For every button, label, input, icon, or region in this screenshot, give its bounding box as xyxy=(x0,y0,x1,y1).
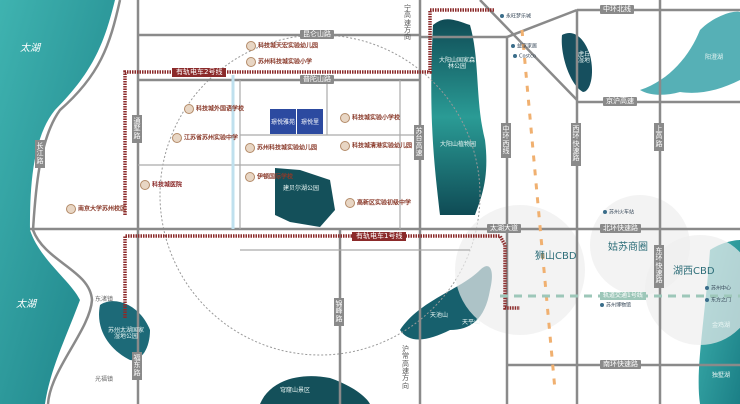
dushu-label: 独墅湖 xyxy=(712,372,731,379)
yangcheng-label: 阳澄湖 xyxy=(705,54,724,61)
school: 苏州科技城实验小学 xyxy=(246,57,312,67)
tram-line-2-label: 有轨电车2号线 xyxy=(172,68,227,77)
town-dongzhu: 东渚镇 xyxy=(95,296,114,303)
school: 江苏省苏州实验中学 xyxy=(172,133,238,143)
school: 科技城清港实验幼儿园 xyxy=(340,141,412,151)
school: 伊顿国际学校 xyxy=(245,172,293,182)
road-sutai: 苏台高速 xyxy=(414,125,424,161)
road-kunlunshan: 昆仑山路 xyxy=(300,30,334,39)
poi-dongfang: 东方之门 xyxy=(705,298,731,304)
poi-station: 苏州火车站 xyxy=(603,210,634,216)
school: 科技城外国语学校 xyxy=(184,104,244,114)
project-building-a: 璟悦雅苑 xyxy=(270,109,296,134)
hospital: 科技城医院 xyxy=(140,180,182,190)
qionglong-label: 穹窿山景区 xyxy=(280,387,311,394)
metro-line-1-label: 轨道交通1号线 xyxy=(600,292,646,300)
project-building-b: 璟悦里 xyxy=(297,109,323,134)
qionglong-park xyxy=(260,376,370,404)
poi-costco: Costco xyxy=(513,54,536,60)
lake-park xyxy=(275,168,335,227)
tianchi-label: 天池山 xyxy=(430,312,449,319)
poi-yiyuan: 益家家居 xyxy=(511,44,537,50)
taihu-lake xyxy=(0,0,115,404)
taihu-label-south: 太湖 xyxy=(16,299,36,310)
gusu-shopping: 姑苏商圈 xyxy=(608,242,648,253)
road-shanggao: 上高路 xyxy=(654,123,664,152)
huxi-cbd: 湖西CBD xyxy=(673,266,715,277)
direction-bottom: 沪常高速方向 xyxy=(402,345,409,390)
road-beihuan: 北环快速路 xyxy=(600,224,641,233)
school: 科技城实验小学校 xyxy=(340,113,400,123)
poi-museum: 苏州博物馆 xyxy=(600,303,631,309)
school: 苏州科技城实验幼儿园 xyxy=(245,143,317,153)
road-taihu-avenue: 太湖大道 xyxy=(487,224,521,233)
road-donghuan: 东环快速路 xyxy=(654,245,664,288)
road-tongshu: 通墅路 xyxy=(132,115,142,144)
school: 高新区实验初级中学 xyxy=(345,198,411,208)
school: 南京大学苏州校区 xyxy=(66,204,126,214)
road-zhonghuan-north: 中环北线 xyxy=(600,5,634,14)
huxi-zone xyxy=(645,235,740,345)
tram-line-1-label: 有轨电车1号线 xyxy=(352,232,407,241)
dayangshan-park xyxy=(431,19,487,215)
road-nanhuan: 南环快速路 xyxy=(600,360,641,369)
town-guangfu: 光福镇 xyxy=(95,376,114,383)
road-fudong: 福东路 xyxy=(132,352,142,381)
jinji-label: 金鸡湖 xyxy=(712,322,731,329)
poi-suzhou-center: 苏州中心 xyxy=(705,286,731,292)
taihu-label: 太湖 xyxy=(20,43,40,54)
orange-rail xyxy=(520,29,557,391)
dayangshan-label: 大阳山国家森林公园 xyxy=(438,57,475,70)
tram-lines xyxy=(123,8,520,318)
wetland-label: 苏州太湖国家湿地公园 xyxy=(108,327,145,340)
direction-top: 宁高速方向 xyxy=(404,4,411,42)
yangcheng-lake xyxy=(640,11,740,95)
road-xihuan: 西环快速路 xyxy=(571,123,581,166)
shishan-zone xyxy=(455,205,585,335)
school: 科技城天宏实验幼儿园 xyxy=(246,41,318,51)
road-jinfeng: 锦峰路 xyxy=(334,298,344,327)
road-jinghu: 京沪高速 xyxy=(603,97,637,106)
huqiu-label: 虎丘湿地 xyxy=(578,51,591,64)
poi-aeon: 永旺梦乐城 xyxy=(500,14,531,20)
tianping-label: 天平山 xyxy=(462,319,481,326)
road-putuoshan: 普陀山路 xyxy=(300,75,334,84)
lake-park-label: 建贝尔湖公园 xyxy=(283,185,320,192)
road-zhonghuan-west: 中环西线 xyxy=(501,123,511,159)
botanical-label: 大阳山植物园 xyxy=(440,141,477,148)
shishan-cbd: 狮山CBD xyxy=(535,251,577,262)
road-changjiang: 长江路 xyxy=(35,140,45,169)
